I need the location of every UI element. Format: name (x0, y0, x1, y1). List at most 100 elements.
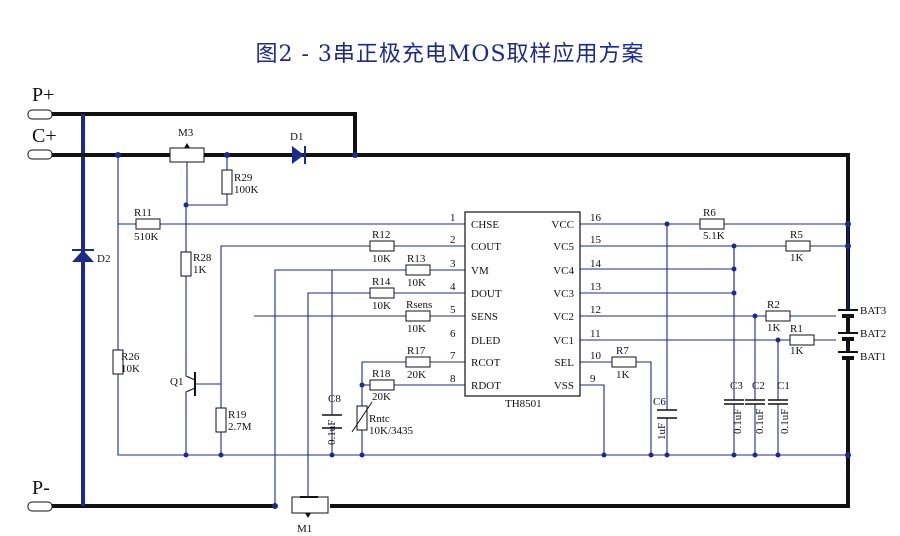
svg-text:0.1uF: 0.1uF (779, 409, 791, 434)
terminal-p-plus: P+ (27, 84, 54, 120)
capacitor-c8: C8 0.1uF (322, 393, 342, 445)
terminal-p-minus: P- (27, 477, 53, 512)
svg-text:C2: C2 (752, 380, 765, 392)
capacitor-c6: C6 1uF (653, 396, 677, 440)
ic-pin-name: CHSE (471, 219, 499, 231)
svg-text:2.7M: 2.7M (228, 421, 252, 433)
thermistor-rntc: Rntc 10K/3435 (351, 401, 414, 437)
resistor-r12: R12 10K (369, 229, 395, 265)
svg-text:R28: R28 (193, 252, 212, 264)
capacitor-c1: C1 0.1uF (768, 380, 791, 434)
ic-pin-number: 13 (590, 281, 602, 293)
svg-text:C1: C1 (777, 380, 790, 392)
ic-pin-name: VC1 (553, 335, 574, 347)
ic-name: TH8501 (505, 398, 542, 410)
ic-pin-number: 11 (590, 328, 601, 340)
ic-pin-name: VC4 (553, 265, 574, 277)
ic-pin-name: VM (471, 265, 489, 277)
ic-pin-name: VC5 (553, 241, 574, 253)
ic-pin-number: 8 (450, 373, 456, 385)
svg-text:R14: R14 (372, 276, 391, 288)
svg-text:R1: R1 (790, 323, 803, 335)
ic-th8501: TH8501 1CHSE2COUT3VM4DOUT5SENS6DLED7RCOT… (450, 211, 602, 410)
diode-d1: D1 (290, 131, 306, 164)
ic-pin-number: 14 (590, 258, 602, 270)
svg-text:R5: R5 (790, 229, 803, 241)
ic-pin-name: DOUT (471, 288, 502, 300)
resistor-r11: R11 510K (134, 207, 161, 243)
ic-pin-number: 10 (590, 350, 602, 362)
svg-text:R6: R6 (703, 207, 716, 219)
d1-label: D1 (290, 131, 303, 143)
svg-text:R19: R19 (228, 409, 247, 421)
svg-text:0.1uF: 0.1uF (732, 409, 744, 434)
ic-pin-number: 3 (450, 258, 456, 270)
mosfet-m3: M3 (169, 127, 205, 205)
ic-pin-name: SENS (471, 311, 498, 323)
svg-text:R26: R26 (121, 351, 140, 363)
resistor-r5: R5 1K (785, 229, 811, 264)
svg-text:0.1uF: 0.1uF (754, 409, 766, 434)
ic-pin-number: 2 (450, 234, 456, 246)
resistor-r2: R2 1K (765, 299, 791, 334)
svg-text:20K: 20K (407, 369, 426, 381)
battery-bat1: BAT1 (838, 351, 886, 363)
resistor-r18: R18 20K (369, 368, 395, 403)
ic-pin-name: VC3 (553, 288, 574, 300)
svg-text:R12: R12 (372, 229, 390, 241)
ic-pin-name: SEL (554, 357, 574, 369)
diagram-title: 图2 - 3串正极充电MOS取样应用方案 (255, 42, 645, 67)
resistor-r6: R6 5.1K (699, 207, 725, 242)
ic-pin-name: COUT (471, 241, 501, 253)
ic-pin-name: VCC (551, 219, 574, 231)
ic-pin-number: 15 (590, 234, 602, 246)
ic-pin-number: 4 (450, 281, 456, 293)
ic-pin-number: 1 (450, 212, 456, 224)
svg-text:R29: R29 (234, 172, 253, 184)
ic-pin-name: VC2 (553, 311, 574, 323)
svg-text:10K: 10K (372, 253, 391, 265)
svg-text:R13: R13 (407, 253, 426, 265)
svg-text:BAT3: BAT3 (860, 305, 887, 317)
ic-pin-name: RDOT (471, 380, 501, 392)
signal-wires (117, 155, 849, 506)
svg-text:1K: 1K (767, 322, 781, 334)
ic-pin-number: 12 (590, 304, 601, 316)
svg-text:510K: 510K (134, 231, 159, 243)
svg-text:0.1uF: 0.1uF (326, 420, 338, 445)
svg-text:C6: C6 (653, 396, 666, 408)
svg-text:BAT1: BAT1 (860, 351, 886, 363)
m3-label: M3 (178, 127, 194, 139)
resistor-r29: R29 100K (221, 169, 259, 196)
battery-bat2: BAT2 (838, 328, 886, 341)
resistor-r14: R14 10K (369, 276, 395, 312)
ic-pin-name: RCOT (471, 357, 501, 369)
ic-pin-number: 6 (450, 328, 456, 340)
svg-text:R7: R7 (616, 345, 629, 357)
svg-text:Rsens: Rsens (406, 299, 432, 311)
svg-text:20K: 20K (372, 391, 391, 403)
resistor-rsens: Rsens 10K (405, 299, 432, 335)
resistor-r13: R13 10K (405, 253, 431, 289)
svg-text:1K: 1K (790, 252, 804, 264)
resistor-r28: R28 1K (180, 251, 212, 277)
terminal-label-p-plus: P+ (32, 84, 54, 106)
ic-pin-number: 5 (450, 304, 456, 316)
svg-text:10K: 10K (121, 363, 140, 375)
resistor-r19: R19 2.7M (215, 407, 252, 433)
svg-text:10K: 10K (407, 277, 426, 289)
d2-label: D2 (97, 253, 110, 265)
svg-text:1K: 1K (193, 264, 207, 276)
capacitor-c3: C3 0.1uF (724, 380, 744, 434)
svg-text:R17: R17 (407, 345, 426, 357)
svg-text:Rntc: Rntc (369, 413, 390, 425)
svg-text:M1: M1 (297, 523, 312, 535)
resistor-r26: R26 10K (112, 349, 140, 375)
resistor-r1: R1 1K (789, 323, 815, 357)
ic-pin-name: VSS (554, 380, 574, 392)
capacitor-c2: C2 0.1uF (745, 380, 766, 434)
svg-text:100K: 100K (234, 184, 259, 196)
